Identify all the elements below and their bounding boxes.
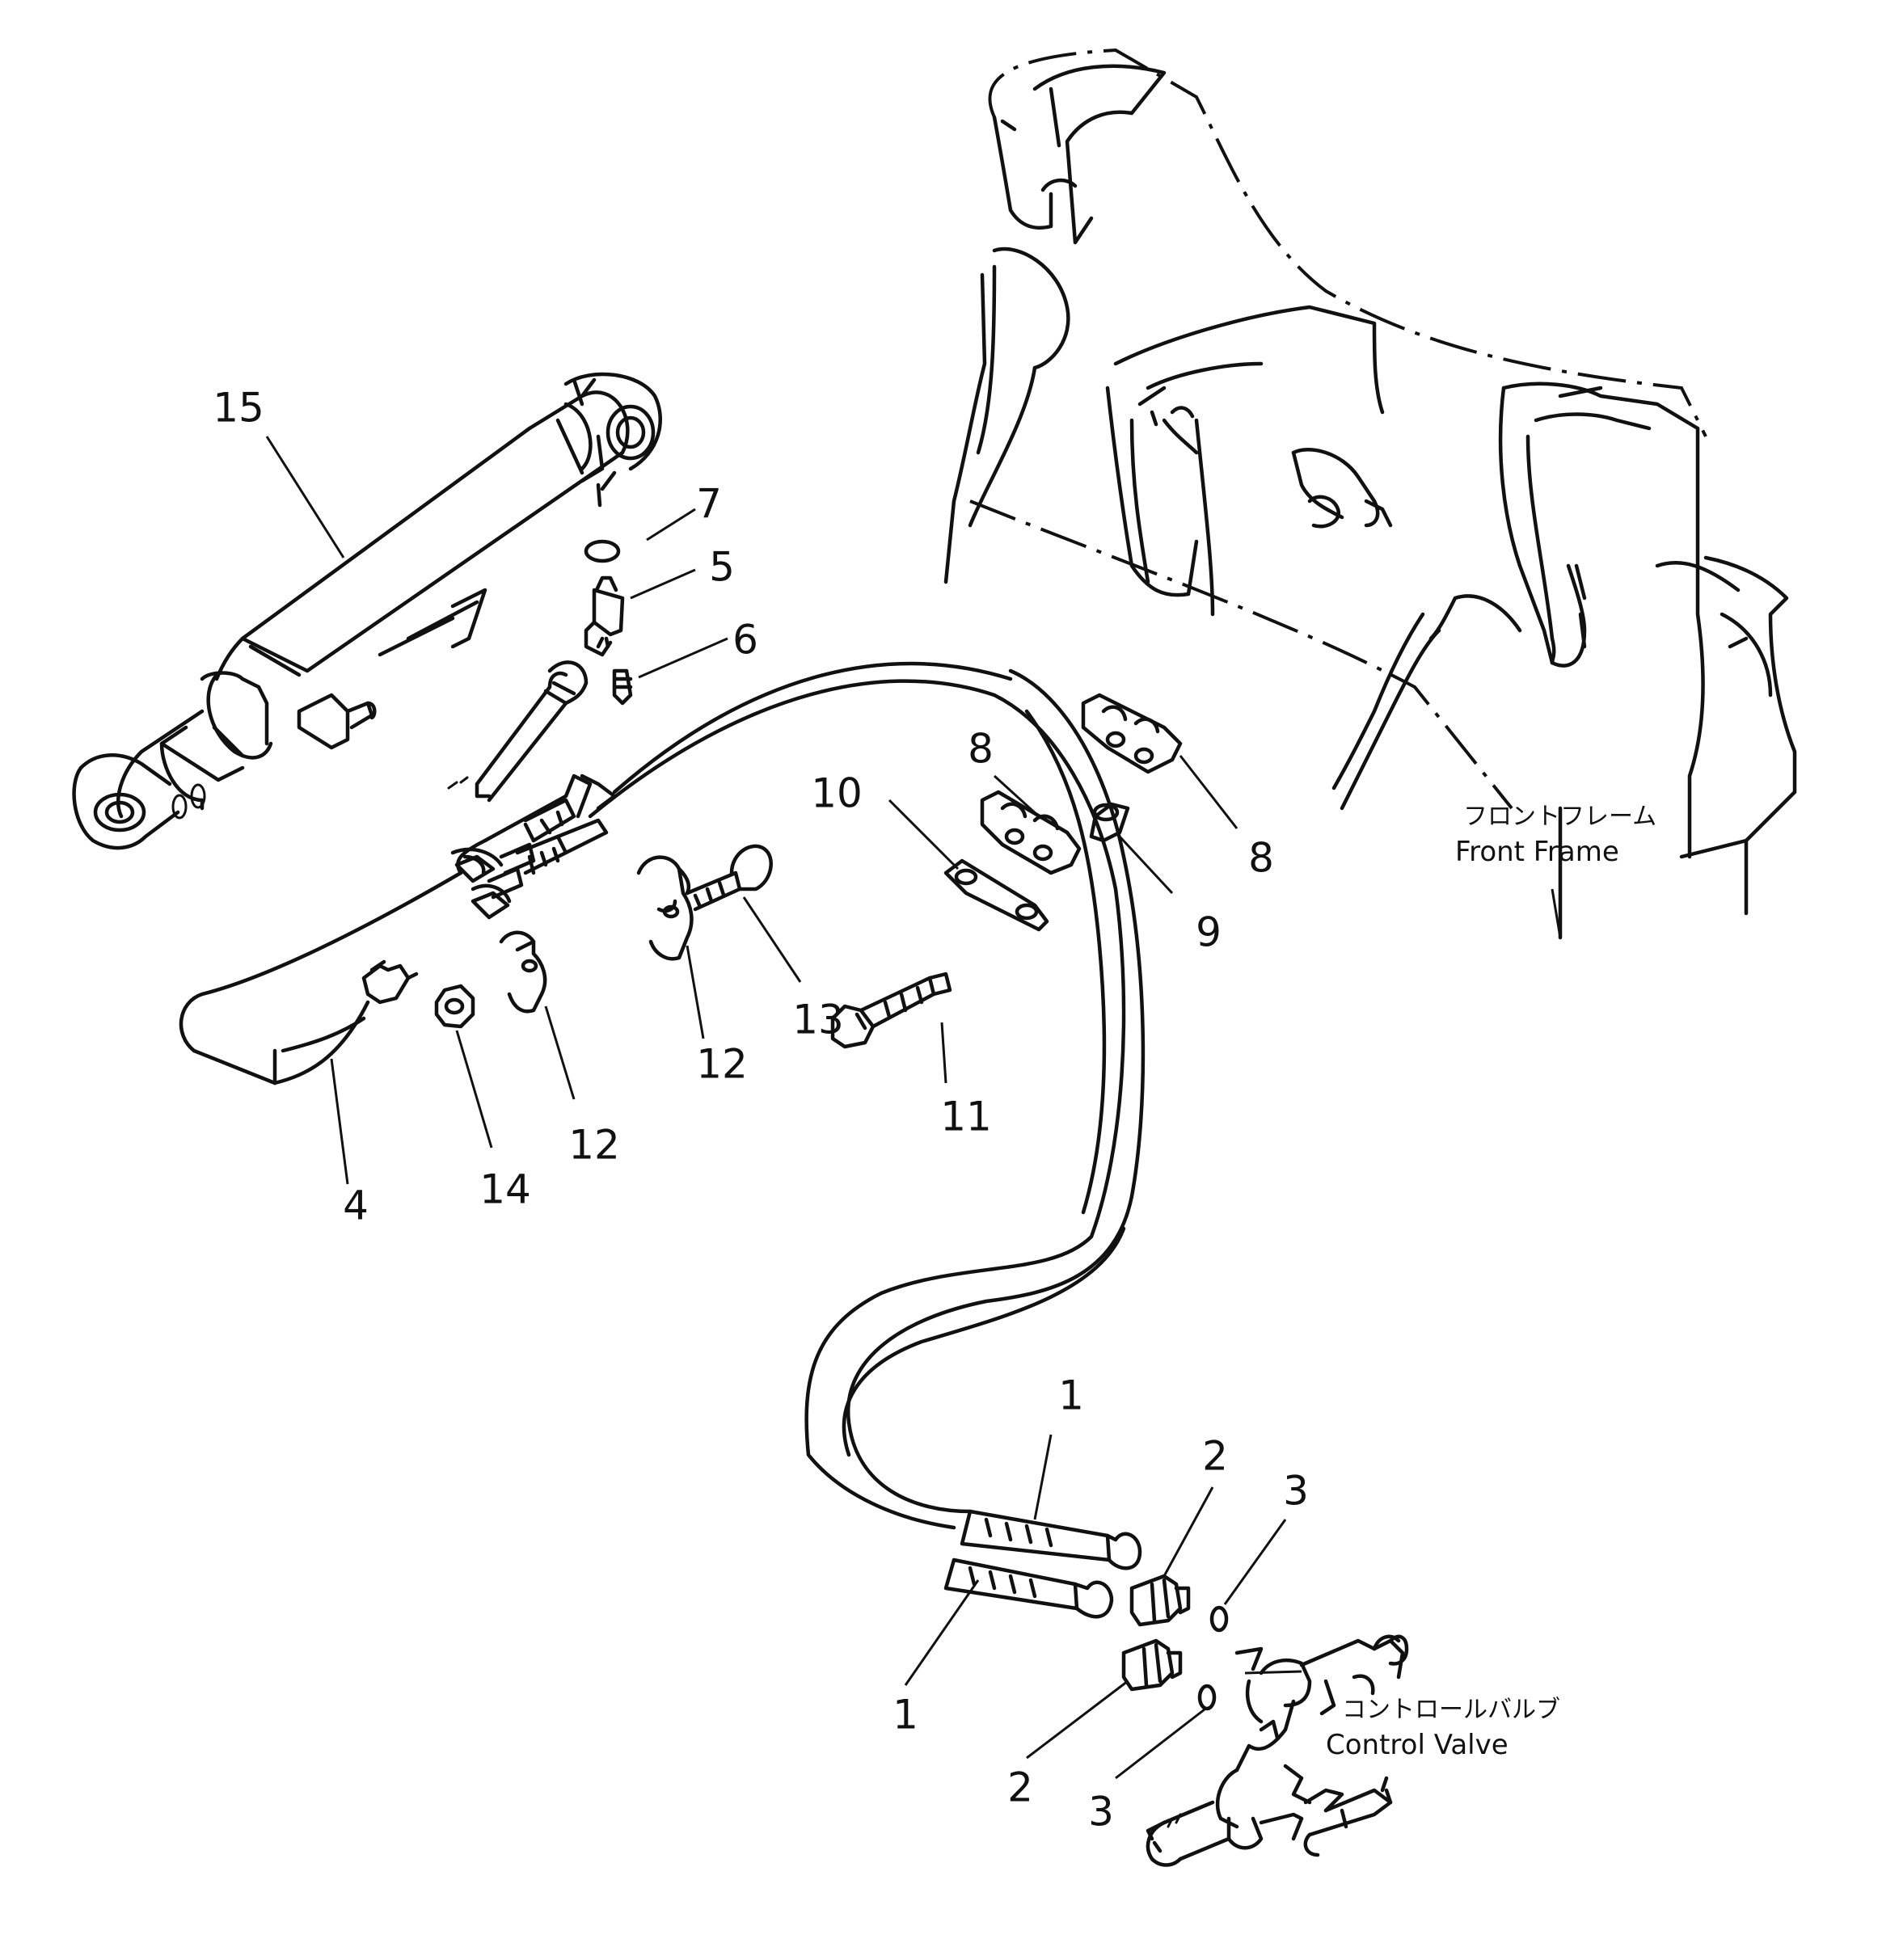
callout-2-upper: 2: [1202, 1433, 1228, 1480]
callout-15: 15: [213, 385, 264, 432]
callout-4: 4: [343, 1182, 369, 1229]
callout-5: 5: [709, 544, 735, 591]
callout-10: 10: [811, 770, 863, 817]
adapter-2-lower: [1121, 1638, 1175, 1692]
control-valve-label-jp: コントロールバルブ: [1342, 1696, 1560, 1724]
clamp-8-upper: [1081, 693, 1183, 774]
callouts: 15 7 5 6 8 10 8 9 13 12 11 12 14 4 1 2 3…: [213, 385, 1309, 1836]
callout-6: 6: [732, 617, 758, 664]
front-frame-label-en: Front Frame: [1455, 836, 1619, 868]
callout-14: 14: [479, 1166, 531, 1213]
grease-nipple-6: [612, 668, 633, 706]
front-frame: [943, 48, 1797, 940]
bolt-13: [685, 870, 742, 912]
fittings-5-6-7: [447, 539, 633, 803]
callout-13: 13: [792, 997, 844, 1043]
hydraulic-cylinder: [72, 372, 662, 850]
callout-3-upper: 3: [1283, 1468, 1309, 1515]
callout-1-lower: 1: [892, 1692, 918, 1739]
clamp-12-lower: [499, 930, 547, 1014]
callout-12-lower: 12: [568, 1122, 620, 1169]
leader-lines: [265, 436, 1562, 1780]
o-ring-3-upper: [1209, 1605, 1229, 1633]
callout-12-upper: 12: [696, 1041, 748, 1088]
plate-10: [943, 858, 1049, 932]
adapter-2-upper: [1129, 1574, 1183, 1627]
front-frame-label-jp: フロントフレーム: [1463, 803, 1656, 831]
callout-3-lower: 3: [1088, 1789, 1114, 1836]
elbow-5: [594, 575, 618, 592]
o-ring-7: [584, 539, 621, 563]
callout-8-upper: 8: [968, 726, 994, 773]
callout-8-lower: 8: [1248, 835, 1274, 882]
callout-11: 11: [940, 1094, 992, 1140]
callout-2-lower: 2: [1007, 1764, 1033, 1811]
clamps-and-bolts: [434, 693, 1183, 1049]
callout-1-upper: 1: [1058, 1372, 1084, 1419]
component-labels: フロントフレーム Front Frame コントロールバルブ Control V…: [1326, 803, 1656, 1761]
hoses: [179, 661, 1146, 1619]
control-valve: [1121, 1574, 1409, 1867]
callout-9: 9: [1196, 909, 1222, 956]
o-ring-3-lower: [1197, 1684, 1217, 1711]
bolt-11: [859, 976, 936, 1029]
callout-7: 7: [696, 481, 722, 528]
clamp-12-upper: [636, 855, 694, 961]
nut-14: [434, 984, 475, 1029]
control-valve-label-en: Control Valve: [1326, 1729, 1509, 1761]
clamp-8-lower: [980, 790, 1082, 875]
